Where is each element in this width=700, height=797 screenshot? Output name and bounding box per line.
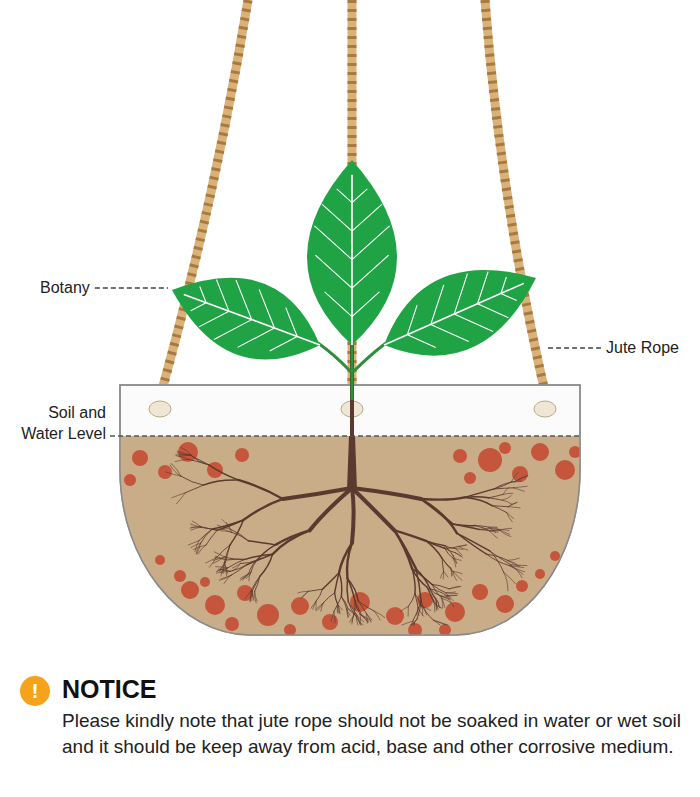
jute-rope bbox=[158, 0, 548, 405]
plant bbox=[172, 160, 536, 436]
soil bbox=[100, 436, 600, 656]
part-label: Botany bbox=[40, 278, 90, 298]
notice-heading: NOTICE bbox=[62, 673, 156, 705]
roots bbox=[166, 436, 528, 625]
notice-icon: ! bbox=[20, 676, 50, 706]
leader-lines bbox=[95, 288, 601, 348]
part-label: Jute Rope bbox=[606, 338, 679, 358]
notice-text: Please kindly note that jute rope should… bbox=[62, 708, 694, 760]
part-label: Soil and Water Level bbox=[14, 402, 106, 444]
water-level-line bbox=[110, 435, 580, 436]
icon-symbol: ! bbox=[20, 676, 50, 706]
